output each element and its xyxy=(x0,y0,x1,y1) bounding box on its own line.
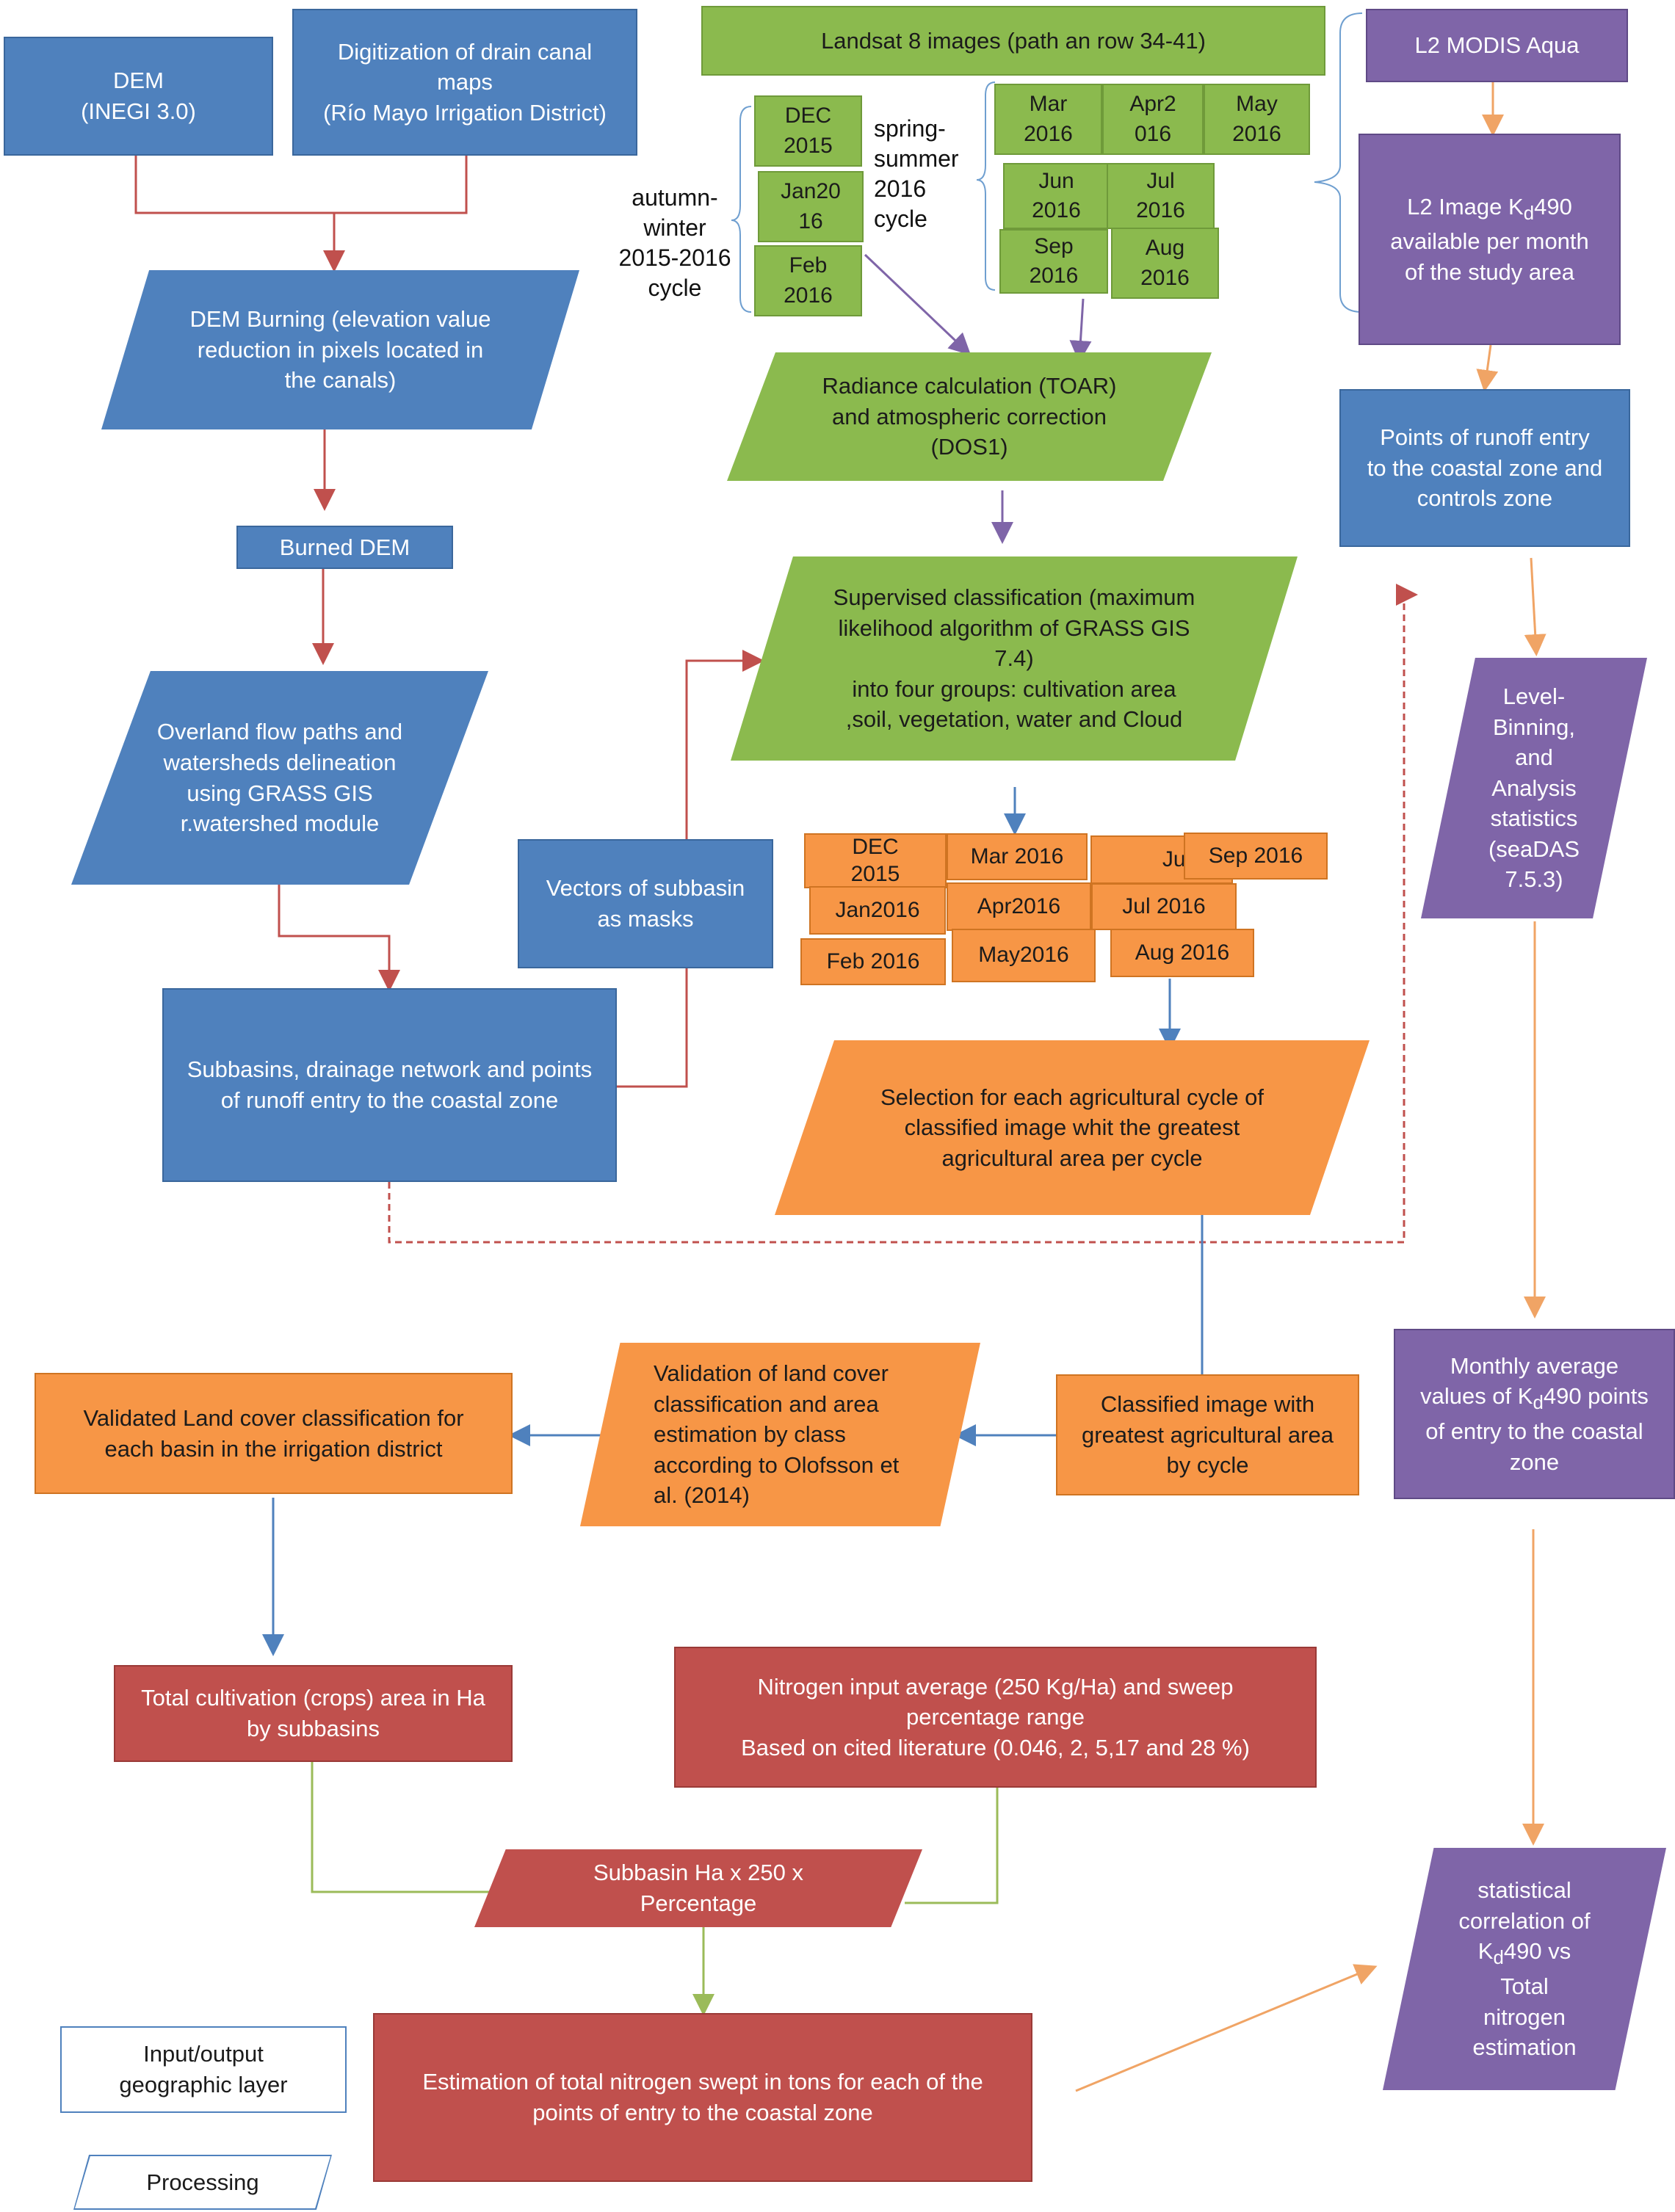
month-jun-2016: Jun 2016 xyxy=(1003,163,1110,229)
node-estimation: Estimation of total nitrogen swept in to… xyxy=(373,2013,1032,2182)
edge-points-to-level xyxy=(1524,557,1546,656)
monthly-kd-k: K xyxy=(1517,1383,1533,1410)
node-burned-dem: Burned DEM xyxy=(236,526,453,569)
month-apr-2016: Apr2 016 xyxy=(1102,84,1204,155)
edge-digitization-to-burning xyxy=(334,156,468,214)
node-selection: Selection for each agricultural cycle of… xyxy=(775,1040,1370,1215)
kd-k: K xyxy=(1508,193,1524,220)
brace-spring-summer xyxy=(976,81,996,291)
node-dem: DEM (INEGI 3.0) xyxy=(4,37,273,156)
month-may-2016: May 2016 xyxy=(1204,84,1310,155)
month-dec-2015: DEC 2015 xyxy=(754,95,862,167)
node-l2-image: L2 Image Kd490 available per month of the… xyxy=(1359,134,1621,345)
node-correlation: statistical correlation of Kd490 vs Total… xyxy=(1383,1848,1666,2090)
node-nitrogen-input: Nitrogen input average (250 Kg/Ha) and s… xyxy=(674,1647,1317,1788)
correlation-post: 490 vs Total nitrogen estimation xyxy=(1472,1938,1577,2061)
node-landsat: Landsat 8 images (path an row 34-41) xyxy=(701,6,1325,76)
month-jul-2016: Jul 2016 xyxy=(1107,163,1215,229)
monthly-kd-d: d xyxy=(1533,1393,1544,1414)
node-total-cultivation: Total cultivation (crops) area in Ha by … xyxy=(114,1665,513,1762)
brace-autumn-winter xyxy=(731,106,752,313)
month-o-feb-2016: Feb 2016 xyxy=(800,938,946,985)
node-radiance: Radiance calculation (TOAR) and atmosphe… xyxy=(727,352,1212,481)
brace-modis xyxy=(1314,12,1363,313)
month-feb-2016: Feb 2016 xyxy=(754,245,862,316)
month-o-dec-2015: DEC 2015 xyxy=(804,833,947,888)
correlation-pre: statistical correlation of xyxy=(1458,1877,1591,1934)
kd-d: d xyxy=(1523,203,1535,224)
month-aug-2016: Aug 2016 xyxy=(1111,228,1219,299)
month-o-sep-2016: Sep 2016 xyxy=(1184,833,1328,880)
node-validated: Validated Land cover classification for … xyxy=(35,1373,513,1494)
legend-processing: Processing xyxy=(73,2155,332,2210)
edge-overland-to-subbasins xyxy=(278,885,400,992)
node-subbasins: Subbasins, drainage network and points o… xyxy=(162,988,617,1182)
month-o-jul-2016: Jul 2016 xyxy=(1091,883,1237,930)
l2-image-rest: available per month of the study area xyxy=(1390,228,1589,285)
edge-nitrogen-to-subbasin-ha xyxy=(905,1788,999,1904)
month-o-aug-2016: Aug 2016 xyxy=(1110,929,1254,977)
month-o-apr-2016: Apr2016 xyxy=(947,882,1091,931)
edge-dem-to-burning xyxy=(134,156,345,272)
month-o-jan-2016: Jan2016 xyxy=(809,886,946,935)
node-modis: L2 MODIS Aqua xyxy=(1366,9,1628,82)
month-o-mar-2016: Mar 2016 xyxy=(947,833,1088,880)
month-sep-2016: Sep 2016 xyxy=(999,229,1108,294)
node-validation: Validation of land cover classification … xyxy=(580,1343,980,1526)
month-o-may-2016: May2016 xyxy=(952,929,1096,982)
edge-l2-to-points xyxy=(1476,344,1499,392)
edge-months-to-radiance xyxy=(1069,298,1092,363)
correlation-kd-d: d xyxy=(1493,1948,1504,1969)
month-mar-2016: Mar 2016 xyxy=(994,84,1102,155)
l2-image-suffix: 490 xyxy=(1534,193,1572,220)
legend-processing-inner: Processing xyxy=(75,2156,330,2208)
monthly-line2-post: 490 points xyxy=(1543,1383,1649,1410)
l2-image-prefix: L2 Image xyxy=(1407,193,1509,220)
node-points-runoff: Points of runoff entry to the coastal zo… xyxy=(1339,389,1630,547)
monthly-line2-pre: values of xyxy=(1420,1383,1518,1410)
edge-estimation-to-correlation xyxy=(1075,1964,1378,2092)
node-supervised: Supervised classification (maximum likel… xyxy=(731,556,1298,761)
node-overland: Overland flow paths and watersheds delin… xyxy=(71,671,488,885)
node-subbasin-ha: Subbasin Ha x 250 x Percentage xyxy=(474,1849,922,1927)
node-classified: Classified image with greatest agricultu… xyxy=(1056,1374,1359,1495)
edge-total-cult-to-subbasin-ha xyxy=(311,1762,491,1893)
correlation-kd-k: K xyxy=(1477,1938,1494,1965)
label-autumn-winter-cycle: autumn- winter 2015-2016 cycle xyxy=(618,184,731,301)
edge-subbasins-to-points-dashed xyxy=(388,584,1418,1244)
month-jan-2016: Jan20 16 xyxy=(758,171,864,242)
node-vectors: Vectors of subbasin as masks xyxy=(518,839,773,968)
edge-feb-to-radiance xyxy=(864,253,972,356)
node-monthly-average: Monthly average values of Kd490 points of … xyxy=(1394,1329,1675,1499)
label-spring-summer-cycle: spring- summer 2016 cycle xyxy=(874,115,959,232)
legend-io-layer: Input/output geographic layer xyxy=(60,2026,347,2113)
monthly-line3: of entry to the coastal zone xyxy=(1425,1418,1643,1475)
monthly-line1: Monthly average xyxy=(1450,1352,1619,1379)
node-digitization: Digitization of drain canal maps (Río Ma… xyxy=(292,9,637,156)
node-dem-burning: DEM Burning (elevation value reduction i… xyxy=(101,270,579,429)
